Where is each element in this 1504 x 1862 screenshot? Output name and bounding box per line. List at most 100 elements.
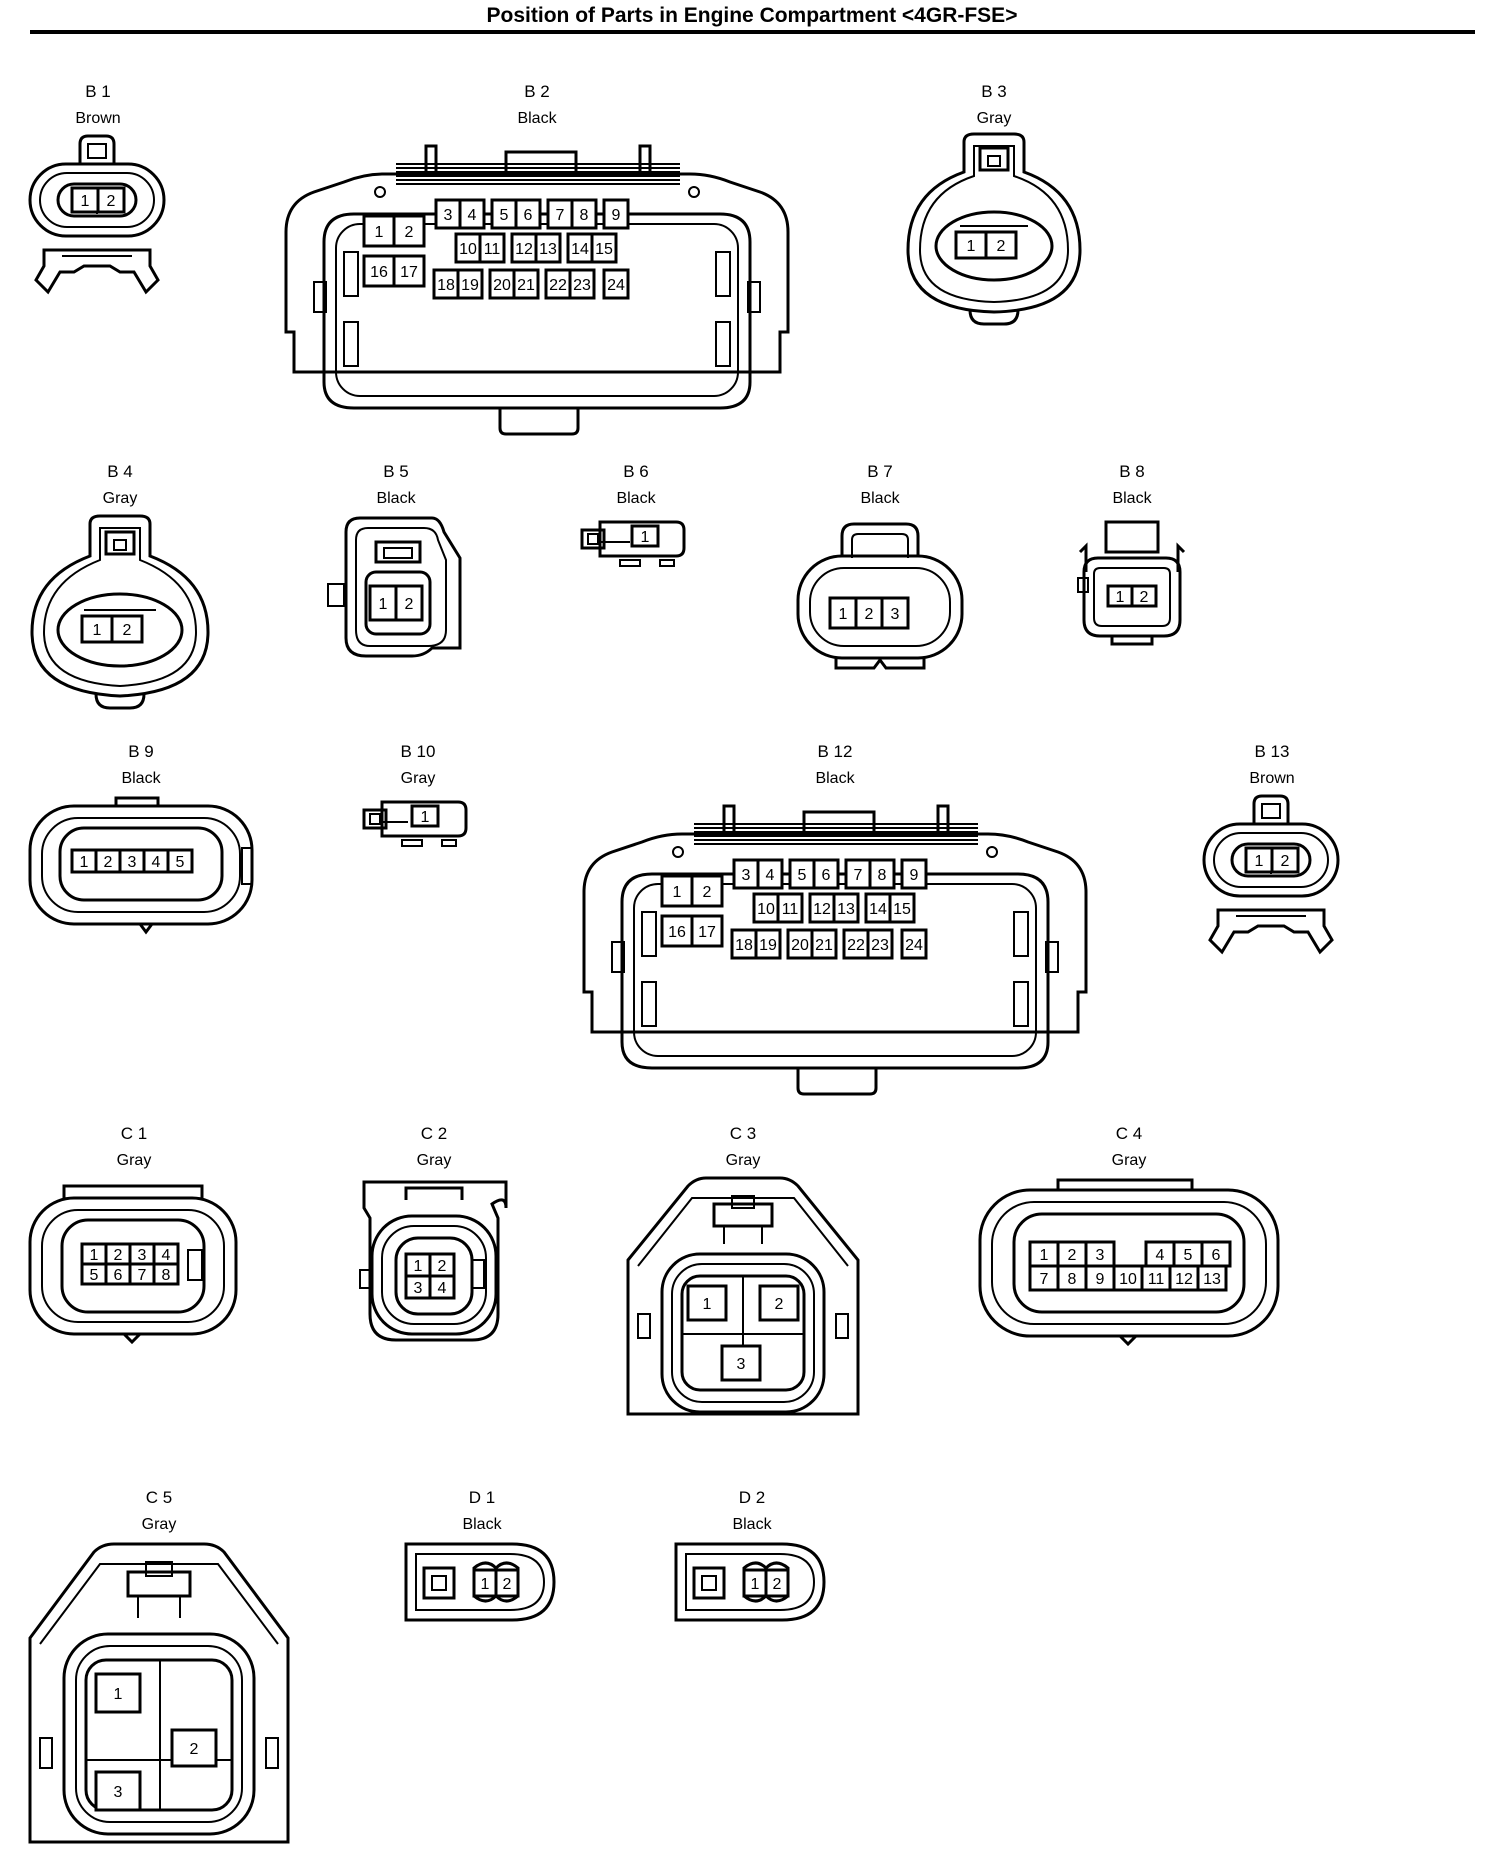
pin-18: 18: [432, 268, 460, 300]
pin-12: 12: [808, 892, 836, 924]
pin-number: 5: [1184, 1247, 1193, 1264]
pin-number: 2: [114, 1247, 123, 1264]
pin-20: 20: [488, 268, 516, 300]
pin-cell: [984, 230, 1018, 260]
pin-2: 2: [96, 186, 126, 214]
connector-code: B 13: [1254, 742, 1290, 761]
pin-9: 9: [1084, 1264, 1116, 1292]
pin-cell: [394, 584, 424, 622]
pin-16: 16: [362, 254, 396, 288]
pin-22: 22: [842, 928, 870, 960]
pin-2: 2: [758, 1284, 800, 1322]
pin-number: 2: [104, 854, 113, 871]
connector-code: C 2: [420, 1124, 448, 1143]
pin-22: 22: [544, 268, 572, 300]
connector-color: Black: [121, 770, 161, 787]
pin-3: 3: [880, 596, 910, 630]
pin-2: 2: [428, 1252, 456, 1278]
pin-2: 2: [94, 848, 122, 874]
pin-cell: [660, 874, 694, 908]
pin-1: 1: [1106, 584, 1134, 608]
pin-4: 4: [152, 1242, 180, 1266]
pin-cell: [1130, 584, 1158, 608]
pin-number: 18: [437, 277, 455, 294]
pin-number: 4: [1156, 1247, 1165, 1264]
pin-number: 2: [1281, 853, 1290, 870]
pin-number: 4: [766, 867, 775, 884]
pin-number: 4: [152, 854, 161, 871]
pin-number: 3: [891, 606, 900, 623]
pin-number: 4: [162, 1247, 171, 1264]
connector-code: C 4: [1115, 1124, 1143, 1143]
pin-cell: [602, 268, 630, 300]
pin-number: 1: [379, 596, 388, 613]
connector-color: Brown: [75, 110, 121, 127]
pin-8: 8: [1056, 1264, 1088, 1292]
pin-number: 1: [414, 1258, 423, 1275]
pin-cell: [752, 892, 780, 924]
pin-19: 19: [456, 268, 484, 300]
pin-10: 10: [752, 892, 780, 924]
pin-11: 11: [1140, 1264, 1172, 1292]
pin-cell: [152, 1262, 180, 1286]
connector-c5-drawing: 123: [28, 1542, 290, 1844]
connector-color: Gray: [1111, 1152, 1147, 1169]
pin-number: 1: [1116, 589, 1125, 606]
pin-cell: [810, 928, 838, 960]
pin-cell: [410, 804, 440, 828]
pin-number: 2: [865, 606, 874, 623]
pin-7: 7: [128, 1262, 156, 1286]
pin-cell: [166, 848, 194, 874]
pin-cell: [832, 892, 860, 924]
pin-17: 17: [690, 914, 724, 948]
pin-number: 1: [967, 238, 976, 255]
pin-cell: [776, 892, 804, 924]
pin-8: 8: [152, 1262, 180, 1286]
pin-1: 1: [70, 186, 100, 214]
pin-cell: [754, 928, 782, 960]
pin-number: 9: [910, 867, 919, 884]
pin-cell: [512, 268, 540, 300]
pin-number: 2: [190, 1741, 199, 1758]
pin-number: 3: [742, 867, 751, 884]
pin-number: 11: [782, 901, 799, 918]
pin-cell: [494, 1568, 520, 1598]
pin-number: 12: [1175, 1271, 1193, 1288]
connector-b10: B 10 Gray 1: [362, 742, 474, 852]
connector-b10-drawing: 1: [362, 800, 468, 847]
pin-8: 8: [570, 198, 598, 230]
pin-1: 1: [368, 584, 398, 622]
pin-cell: [458, 198, 486, 230]
connector-code: B 7: [867, 462, 893, 481]
connector-code: C 3: [729, 1124, 757, 1143]
pin-number: 2: [123, 622, 132, 639]
pin-number: 14: [869, 901, 887, 918]
pin-2: 2: [984, 230, 1018, 260]
pin-cell: [392, 254, 426, 288]
pin-cell: [514, 198, 542, 230]
pin-number: 1: [93, 622, 102, 639]
connector-color: Black: [815, 770, 855, 787]
pin-number: 6: [822, 867, 831, 884]
title-rule: [30, 30, 1475, 34]
pin-number: 1: [751, 1576, 760, 1593]
pin-number: 19: [759, 937, 777, 954]
connector-color: Gray: [416, 1152, 452, 1169]
connector-code: B 2: [524, 82, 550, 101]
pin-cell: [1140, 1264, 1172, 1292]
pin-cell: [630, 524, 660, 548]
pin-4: 4: [458, 198, 486, 230]
pin-2: 2: [170, 1728, 218, 1768]
pin-number: 19: [461, 277, 479, 294]
